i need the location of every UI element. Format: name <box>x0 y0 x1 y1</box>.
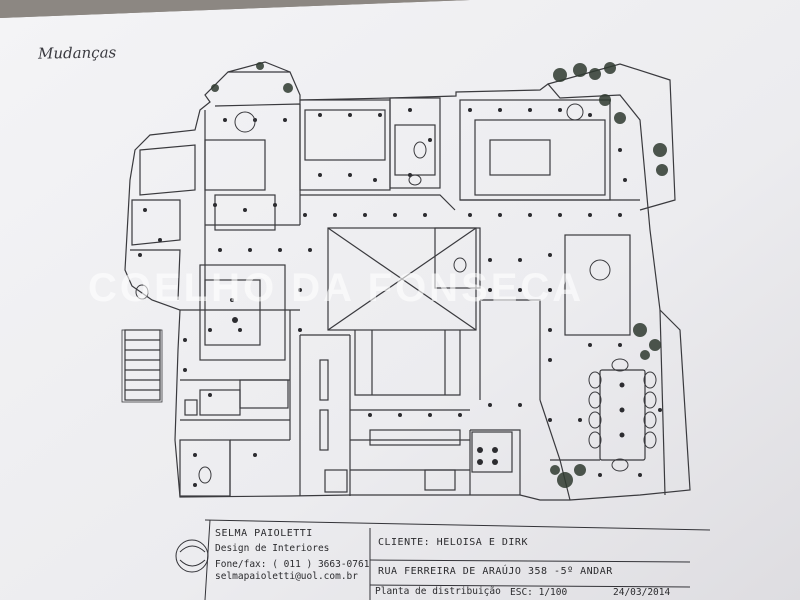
atrium-roof <box>327 227 477 331</box>
client-name: CLIENTE: HELOISA E DIRK <box>378 537 528 548</box>
designer-role: Design de Interiores <box>215 543 330 554</box>
designer-phone: Fone/fax: ( 011 ) 3663-0761 <box>215 559 370 570</box>
handwritten-note: Mudanças <box>37 43 117 63</box>
designer-name: SELMA PAIOLETTI <box>215 528 313 539</box>
room-bedroom-2 <box>199 264 286 361</box>
room-living <box>564 234 631 336</box>
designer-email: selmapaioletti@uol.com.br <box>215 571 358 582</box>
drawing-title: Planta de distribuição <box>375 586 501 597</box>
date: 24/03/2014 <box>613 587 671 598</box>
scale: ESC: 1/100 <box>510 587 568 598</box>
designer-logo <box>175 539 209 573</box>
legend-table <box>121 329 163 403</box>
room-bedroom-1 <box>204 139 266 191</box>
watermark: COELHO DA FONSECA <box>88 266 585 310</box>
address: RUA FERREIRA DE ARAÚJO 358 -5º ANDAR <box>378 566 613 577</box>
title-block <box>175 519 711 600</box>
